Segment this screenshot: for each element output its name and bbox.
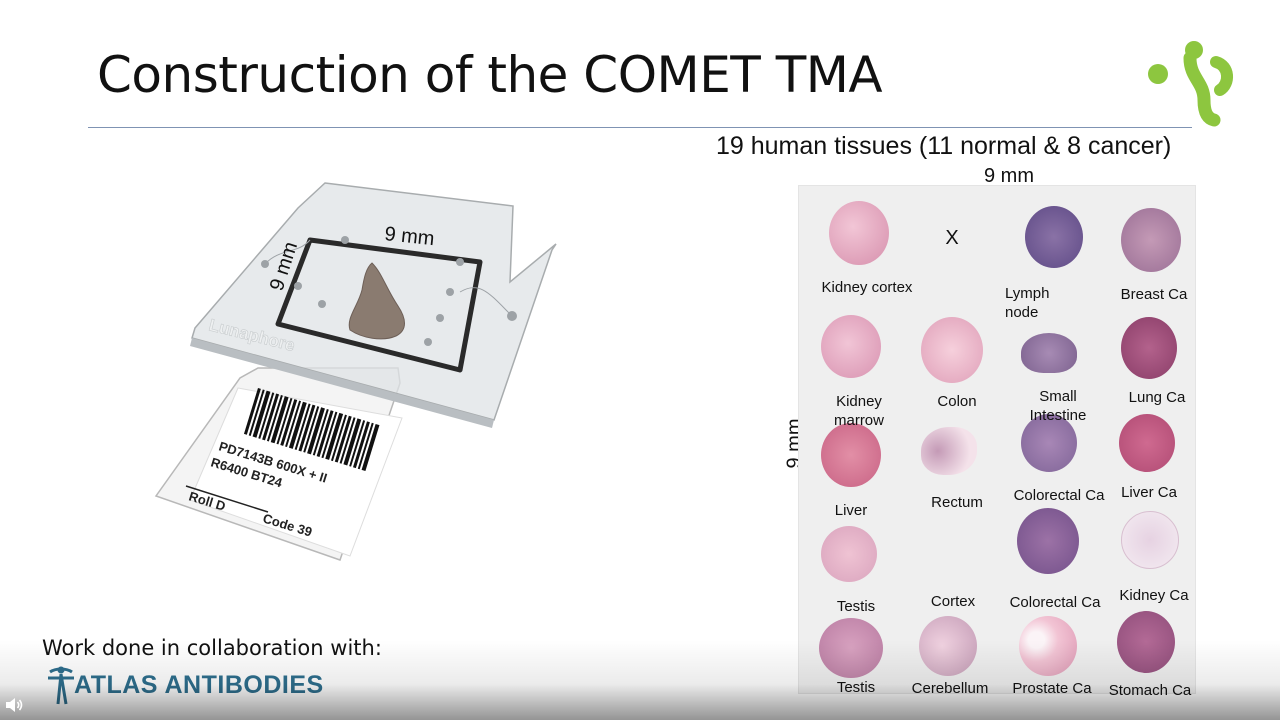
speaker-icon[interactable] — [4, 696, 24, 714]
tma-width-label: 9 mm — [984, 165, 1034, 187]
core-rectum — [921, 427, 977, 475]
core-kidney-ca — [1121, 511, 1179, 569]
tissue-label: Testis — [836, 679, 876, 696]
tissue-label: Lymph node — [1005, 285, 1050, 321]
core-kidney-cortex — [829, 201, 889, 265]
tissue-label: Testis — [836, 598, 876, 615]
chip-illustration: PD7143B 600X + II R6400 BT24 Roll D Code… — [154, 182, 557, 561]
core-lung-ca — [1121, 317, 1177, 379]
tissue-label: Cerebellum — [911, 680, 989, 697]
tissue-label: Colorectal Ca — [1013, 487, 1105, 504]
core-breast-ca — [1121, 208, 1181, 272]
title-divider — [88, 127, 1192, 128]
tissue-label: Kidney cortex — [821, 279, 913, 296]
empty-core-marker: X — [945, 227, 959, 249]
core-prostate-ca — [1019, 616, 1077, 676]
core-lymph-node — [1025, 206, 1083, 268]
barcode-icon — [243, 388, 380, 472]
tissue-label: Small Intestine — [1029, 388, 1087, 424]
tissue-label: Prostate Ca — [1012, 680, 1092, 697]
tissue-label: Colorectal Ca — [1009, 594, 1101, 611]
core-colorectal-ca-2 — [1017, 508, 1079, 574]
core-cerebellum — [919, 616, 977, 676]
tissue-label: Rectum — [931, 494, 983, 511]
chip-width-label: 9 mm — [383, 223, 435, 250]
tma-subtitle: 19 human tissues (11 normal & 8 cancer) — [716, 132, 1172, 160]
tissue-label: Stomach Ca — [1108, 682, 1192, 699]
tissue-label: Kidney Ca — [1119, 587, 1189, 604]
core-testis-2 — [819, 618, 883, 678]
core-liver — [821, 423, 881, 487]
tissue-label: Lung Ca — [1128, 389, 1186, 406]
brand-logo-icon — [1148, 41, 1233, 127]
tissue-label: Cortex — [930, 593, 976, 610]
atlas-antibodies-logo-icon — [48, 666, 74, 705]
tissue-label: Liver Ca — [1121, 484, 1177, 501]
core-testis-1 — [821, 526, 877, 582]
tissue-label: Colon — [937, 393, 977, 410]
partner-logo-text: ATLAS ANTIBODIES — [74, 671, 324, 699]
tissue-label: Breast Ca — [1120, 286, 1188, 303]
tissue-label: Liver — [834, 502, 868, 519]
core-stomach-ca — [1117, 611, 1175, 673]
core-kidney-marrow — [821, 315, 881, 378]
core-liver-ca — [1119, 414, 1175, 472]
core-colorectal-ca-1 — [1021, 414, 1077, 472]
slide-title: Construction of the COMET TMA — [97, 46, 883, 104]
collaboration-text: Work done in collaboration with: — [42, 636, 382, 660]
tma-panel: Kidney cortex X Lymph node Breast Ca Kid… — [798, 185, 1196, 699]
core-small-intestine — [1021, 333, 1077, 373]
tissue-label: Kidney marrow — [833, 393, 884, 429]
core-colon — [921, 317, 983, 383]
